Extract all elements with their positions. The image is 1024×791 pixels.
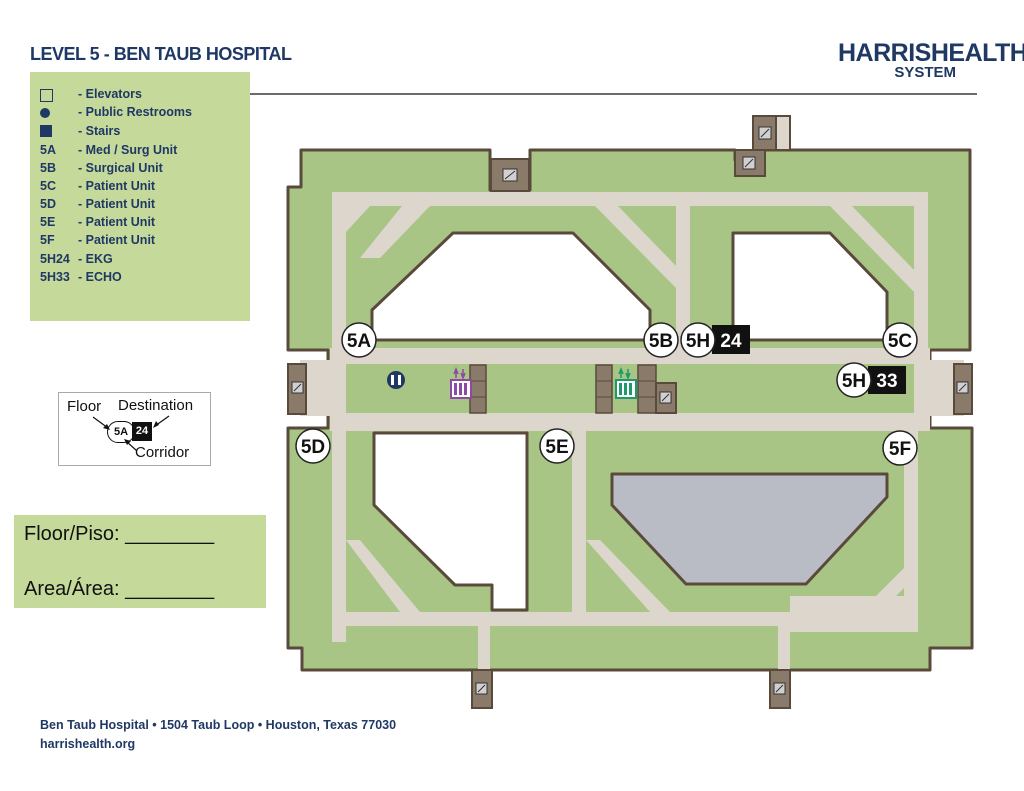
key-corridor-label: Corridor xyxy=(135,444,190,461)
footer-url: harrishealth.org xyxy=(40,737,136,751)
logo-sub-text: SYSTEM xyxy=(894,64,956,81)
header-divider xyxy=(250,93,977,95)
key-sample-floor: 5A xyxy=(107,421,135,443)
unit-label-5c: 5C xyxy=(882,322,918,358)
legend-item-5c: 5C - Patient Unit xyxy=(40,179,156,193)
key-arrows xyxy=(92,415,170,452)
stairs-north-2 xyxy=(734,115,791,177)
area-write-line: Area/Área: ________ xyxy=(24,578,215,600)
unit-label-5h24: 24 5H xyxy=(680,322,750,358)
unit-label-5h33: 33 5H xyxy=(836,362,906,398)
key-destination-label: Destination xyxy=(118,397,194,414)
elevator-icon xyxy=(40,89,53,102)
legend-item-5d: 5D - Patient Unit xyxy=(40,197,156,211)
stairs-north-1 xyxy=(490,158,530,192)
courtyard-north-east xyxy=(731,231,889,342)
svg-text:5H: 5H xyxy=(686,331,710,352)
stairs-west xyxy=(287,363,307,415)
stairs-east xyxy=(953,363,973,415)
floor-write-line: Floor/Piso: ________ xyxy=(24,523,215,545)
key-floor-label: Floor xyxy=(67,398,102,415)
key-sample-destination: 24 xyxy=(132,422,152,441)
unit-label-5e: 5E xyxy=(539,428,575,464)
legend-item-5f: 5F - Patient Unit xyxy=(40,233,156,247)
elevator-icon xyxy=(450,366,472,399)
svg-text:5A: 5A xyxy=(347,331,372,352)
svg-text:5F: 5F xyxy=(889,439,911,460)
restroom-icon xyxy=(40,107,50,118)
footer-address: Ben Taub Hospital • 1504 Taub Loop • Hou… xyxy=(40,718,397,732)
svg-text:24: 24 xyxy=(720,331,742,352)
gray-center-room xyxy=(610,472,889,586)
core-blocks xyxy=(469,364,657,414)
unit-label-5b: 5B xyxy=(643,322,679,358)
unit-label-5d: 5D xyxy=(295,428,331,464)
legend-item-5e: 5E - Patient Unit xyxy=(40,215,156,229)
svg-text:5H: 5H xyxy=(842,371,866,392)
label-key: Floor Destination 5A 24 Corridor xyxy=(58,392,211,466)
legend-panel: - Elevators - Public Restrooms - Stairs … xyxy=(30,72,250,321)
legend-item-stairs: - Stairs xyxy=(40,124,120,142)
svg-text:33: 33 xyxy=(876,371,897,392)
legend-item-5b: 5B- Surgical Unit xyxy=(40,161,163,175)
stairs-south-1 xyxy=(471,669,493,709)
map-title: LEVEL 5 - BEN TAUB HOSPITAL xyxy=(30,44,292,64)
elevator-icon xyxy=(615,366,637,399)
location-write-in: Floor/Piso: ________ Area/Área: ________ xyxy=(14,515,266,608)
courtyard-south-west xyxy=(372,431,529,612)
legend-item-5h24: 5H24- EKG xyxy=(40,252,113,266)
unit-label-5f: 5F xyxy=(882,430,918,466)
svg-text:5D: 5D xyxy=(301,437,325,458)
svg-text:5E: 5E xyxy=(545,437,568,458)
corridors xyxy=(300,192,964,670)
svg-text:5B: 5B xyxy=(649,331,673,352)
stairs-south-2 xyxy=(769,669,791,709)
svg-text:5C: 5C xyxy=(888,331,913,352)
stairs-center xyxy=(655,382,677,414)
legend-item-5h33: 5H33- ECHO xyxy=(40,270,122,284)
legend-item-restrooms: - Public Restrooms xyxy=(40,105,192,123)
stairs-icon xyxy=(40,125,52,138)
restroom-icon xyxy=(387,371,405,389)
unit-label-5a: 5A xyxy=(341,322,377,358)
legend-item-elevators: - Elevators xyxy=(40,87,142,105)
legend-item-5a: 5A- Med / Surg Unit xyxy=(40,143,178,157)
